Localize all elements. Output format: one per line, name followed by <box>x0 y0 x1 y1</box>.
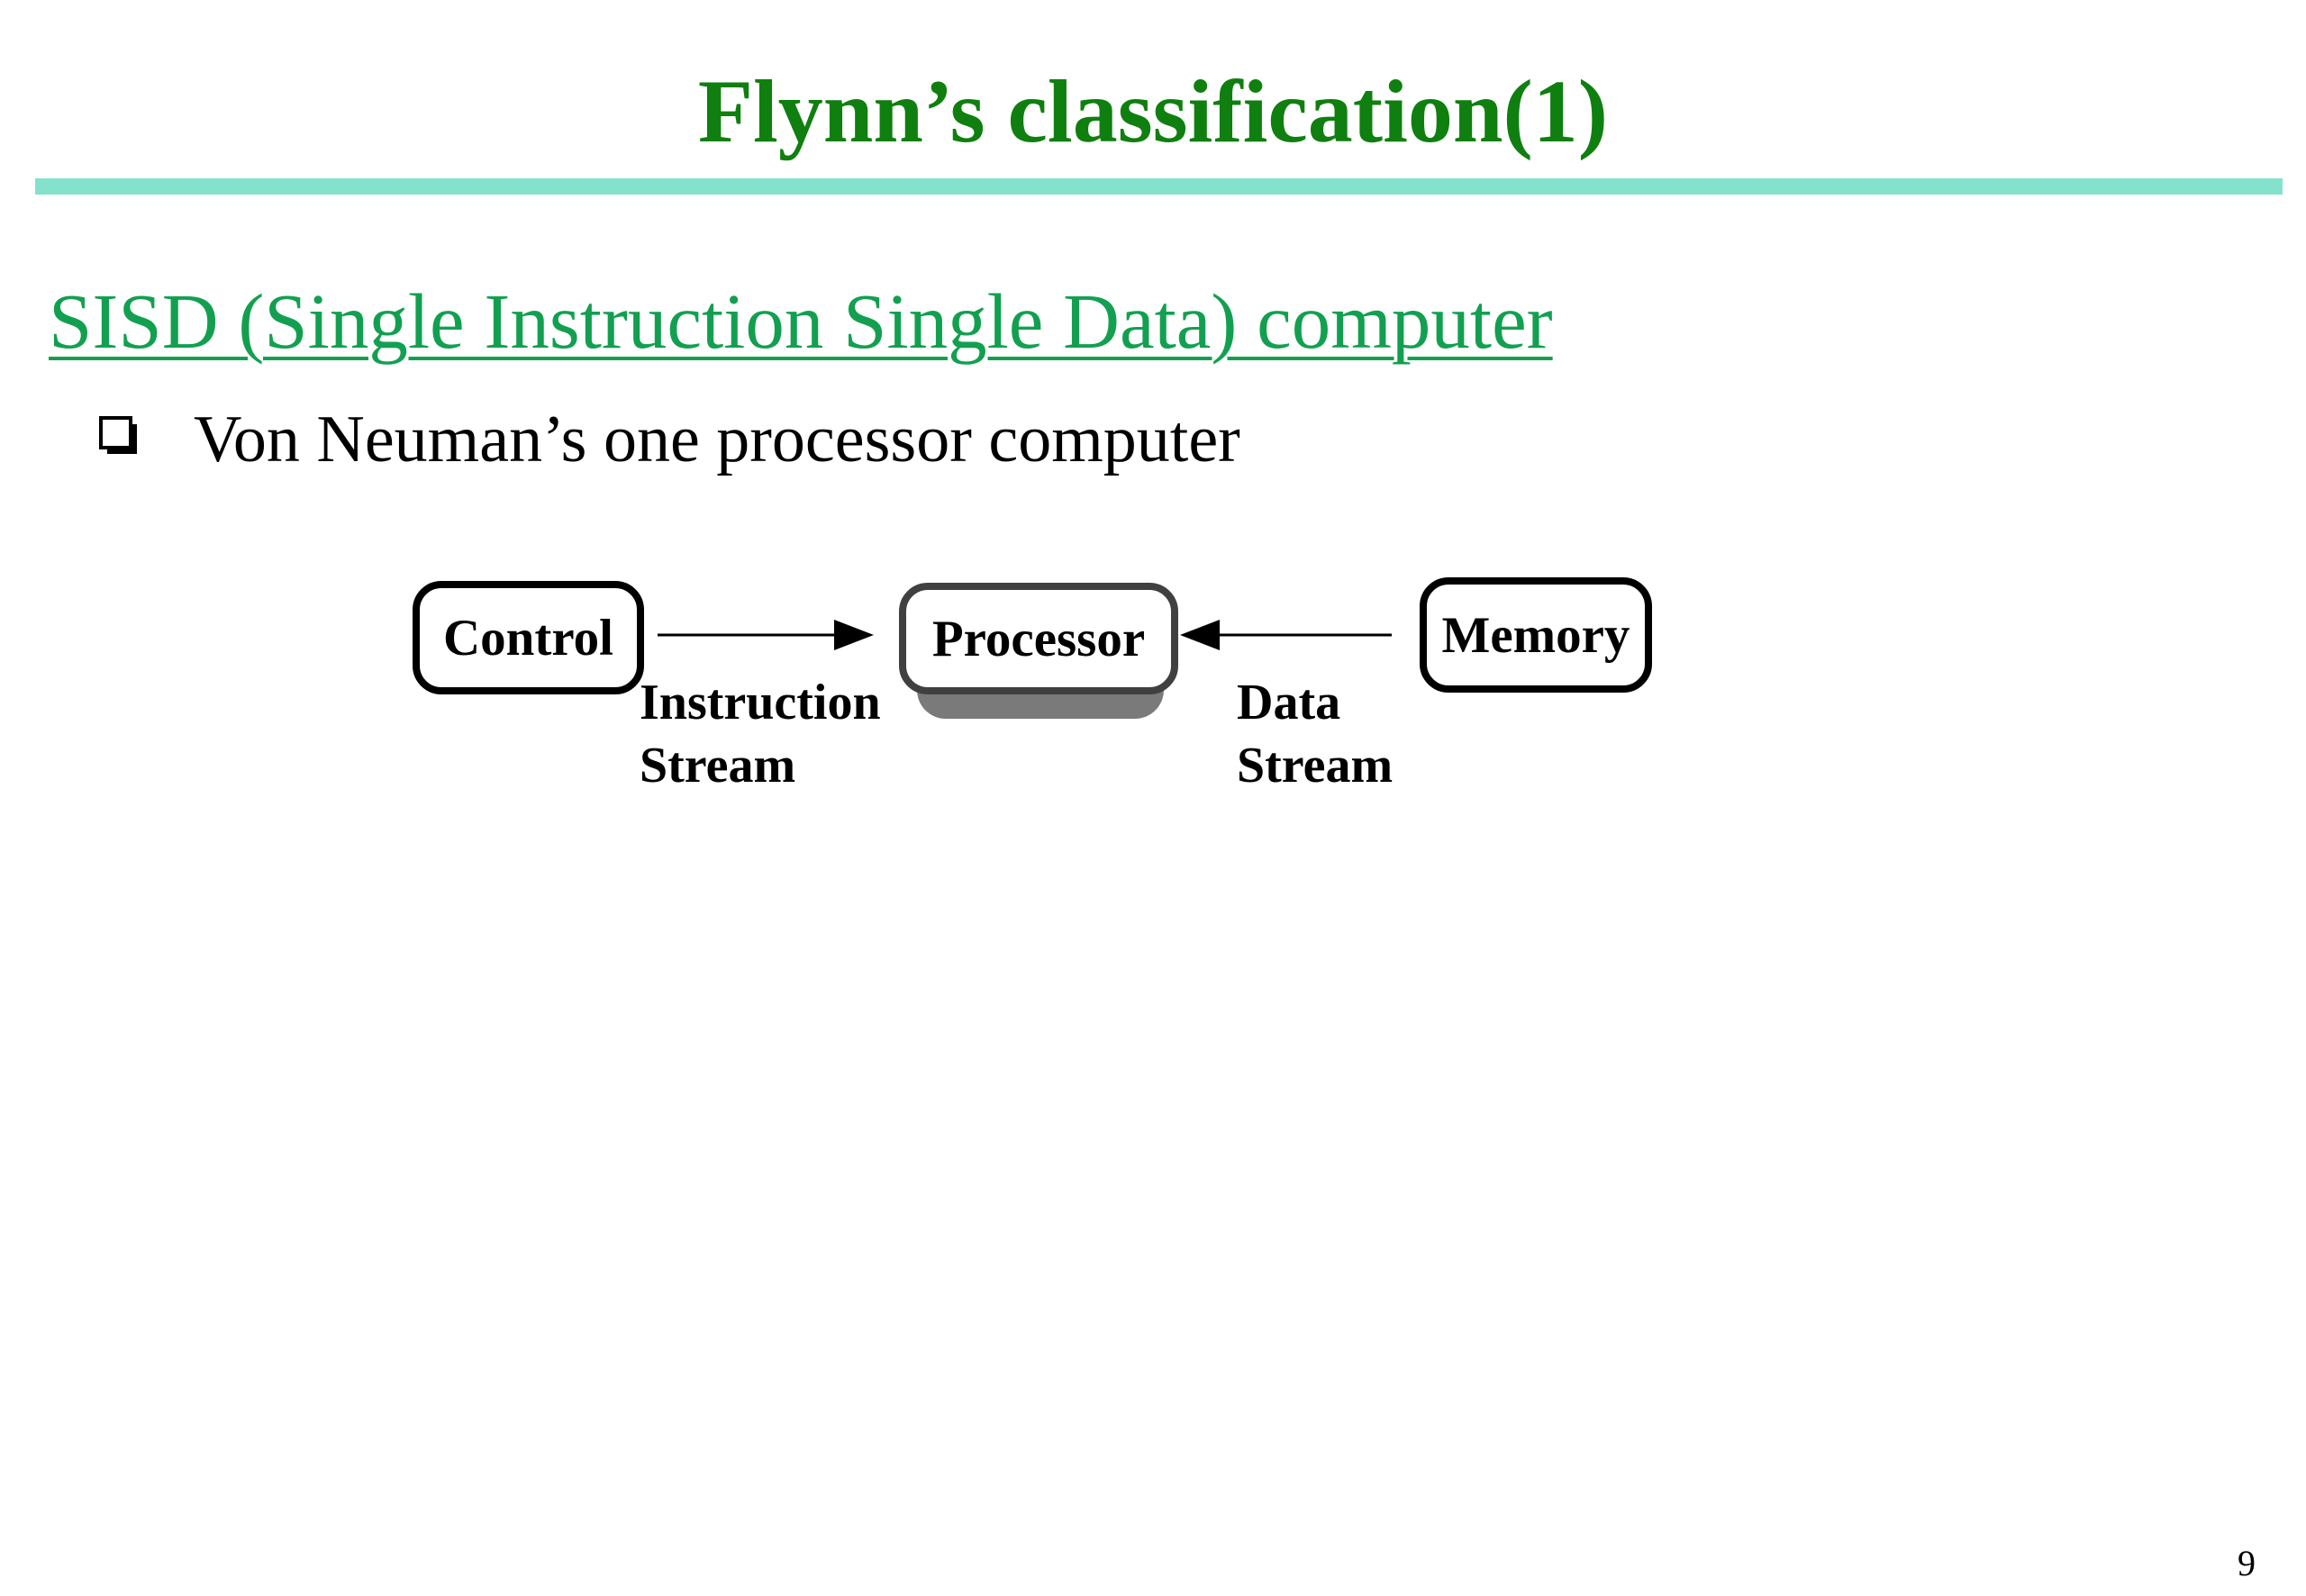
processor-node-label: Processor <box>931 610 1146 667</box>
instruction-stream-label-line2: Stream <box>640 738 796 793</box>
page-number: 9 <box>2238 1543 2256 1583</box>
data-arrowhead-icon <box>1180 620 1220 650</box>
processor-node: Processor <box>899 583 1178 694</box>
data-stream-label: Data Stream <box>1237 671 1393 797</box>
section-heading-sisd: SISD (Single Instruction Single Data) co… <box>49 277 1553 365</box>
control-node-label: Control <box>443 609 613 667</box>
data-stream-label-line2: Stream <box>1237 738 1394 793</box>
title-divider <box>35 178 2283 195</box>
memory-node: Memory <box>1420 577 1652 693</box>
bullet-text: Von Neuman’s one processor computer <box>194 403 1240 476</box>
memory-node-label: Memory <box>1441 606 1630 664</box>
instruction-stream-label-line1: Instruction <box>640 675 881 730</box>
data-stream-label-line1: Data <box>1237 675 1341 730</box>
slide-title: Flynn’s classification(1) <box>697 61 1609 161</box>
instruction-arrowhead-icon <box>834 620 874 650</box>
instruction-stream-label: Instruction Stream <box>640 671 881 797</box>
checkbox-bullet-icon <box>99 416 137 454</box>
control-node: Control <box>413 581 644 694</box>
